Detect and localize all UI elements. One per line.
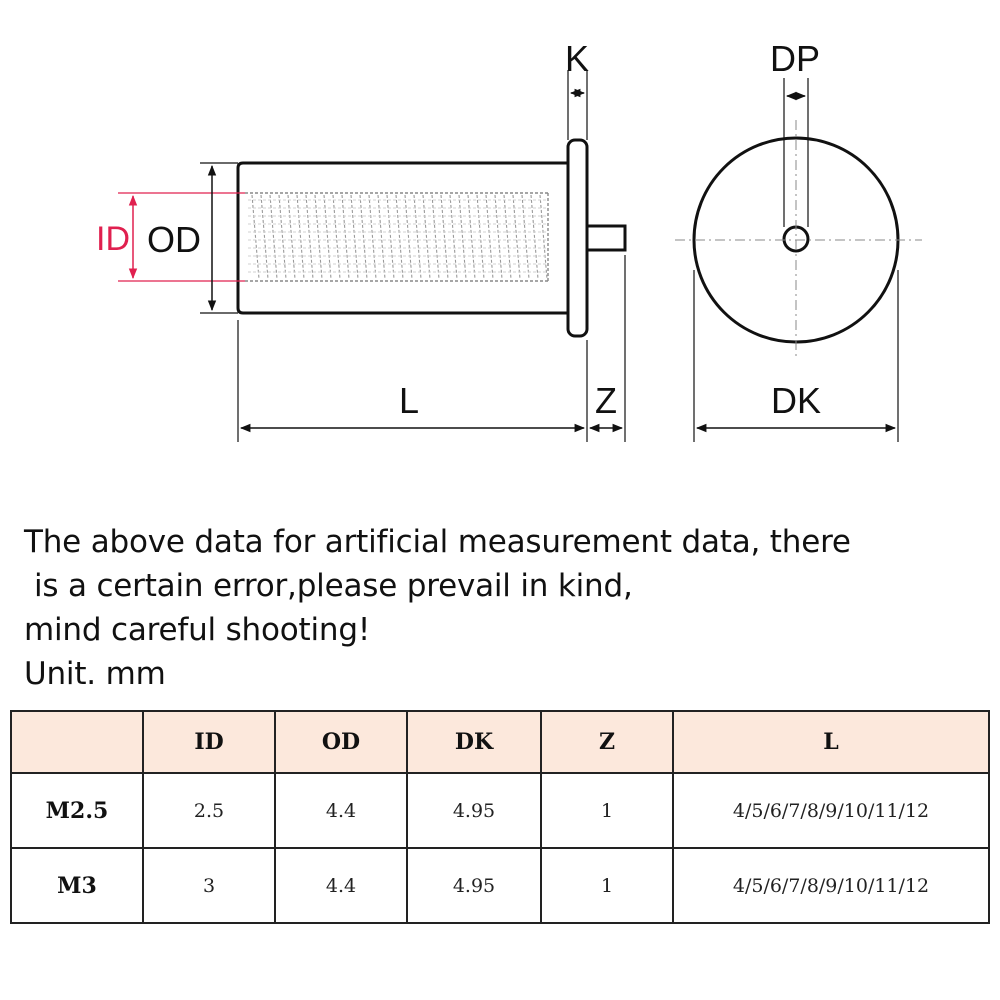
head-flange — [566, 138, 589, 338]
thread-line — [359, 194, 368, 280]
spec-table: ID OD DK Z L M2.5 2.5 4.4 4.95 1 4/5/6/7… — [10, 710, 990, 924]
thread-line — [440, 194, 449, 280]
extension-lines — [200, 70, 626, 442]
thread-line — [260, 194, 269, 280]
thread-line — [521, 194, 530, 280]
thread-line — [404, 194, 413, 280]
extension-lines-red — [118, 192, 245, 282]
cell-id: 3 — [142, 847, 276, 924]
cell-size: M3 — [10, 847, 144, 924]
thread-line — [386, 194, 395, 280]
od-label: OD — [147, 219, 201, 260]
center-lines — [675, 120, 922, 360]
cell-id: 2.5 — [142, 772, 276, 849]
thread-line — [278, 194, 287, 280]
header-l: L — [672, 710, 990, 774]
header-z: Z — [540, 710, 674, 774]
cell-dk: 4.95 — [406, 847, 542, 924]
z-label: Z — [595, 380, 617, 421]
cell-z: 1 — [540, 772, 674, 849]
thread-line — [296, 194, 305, 280]
cell-z: 1 — [540, 847, 674, 924]
cell-dk: 4.95 — [406, 772, 542, 849]
thread-line — [350, 194, 359, 280]
cell-od: 4.4 — [274, 847, 408, 924]
measurement-note: The above data for artificial measuremen… — [24, 520, 974, 696]
thread-line — [377, 194, 386, 280]
thread-line — [323, 194, 332, 280]
thread-line — [314, 194, 323, 280]
thread-line — [476, 194, 485, 280]
dk-label: DK — [771, 380, 821, 421]
l-label: L — [399, 380, 419, 421]
thread-line — [332, 194, 341, 280]
thread-line — [341, 194, 350, 280]
note-line-4: Unit. mm — [24, 656, 166, 692]
body-outline — [236, 161, 570, 315]
table-row: M2.5 2.5 4.4 4.95 1 4/5/6/7/8/9/10/11/12 — [10, 772, 990, 849]
thread-line — [287, 194, 296, 280]
thread-line — [395, 194, 404, 280]
header-size — [10, 710, 144, 774]
table-row: M3 3 4.4 4.95 1 4/5/6/7/8/9/10/11/12 — [10, 847, 990, 924]
thread-line — [539, 194, 548, 280]
thread-line — [413, 194, 422, 280]
thread-line — [431, 194, 440, 280]
thread-line — [368, 194, 377, 280]
k-label: K — [565, 38, 589, 79]
id-label: ID — [96, 220, 130, 258]
thread-line — [530, 194, 539, 280]
cell-l: 4/5/6/7/8/9/10/11/12 — [672, 772, 990, 849]
end-view — [675, 78, 922, 442]
table-header-row: ID OD DK Z L — [10, 710, 990, 774]
cell-l: 4/5/6/7/8/9/10/11/12 — [672, 847, 990, 924]
header-id: ID — [142, 710, 276, 774]
thread-line — [458, 194, 467, 280]
note-line-2: is a certain error,please prevail in kin… — [34, 568, 633, 604]
thread-line — [485, 194, 494, 280]
dp-label: DP — [770, 38, 820, 79]
pin — [587, 224, 627, 252]
thread-line — [467, 194, 476, 280]
header-od: OD — [274, 710, 408, 774]
header-dk: DK — [406, 710, 542, 774]
cell-od: 4.4 — [274, 772, 408, 849]
thread-line — [269, 194, 278, 280]
note-line-1: The above data for artificial measuremen… — [24, 524, 851, 560]
cell-size: M2.5 — [10, 772, 144, 849]
thread-line — [305, 194, 314, 280]
thread-hidden-lines — [245, 192, 549, 282]
thread-line — [503, 194, 512, 280]
technical-drawing: ID OD K DP L Z DK — [96, 38, 922, 442]
thread-pattern — [248, 194, 548, 280]
end-extension-lines — [693, 78, 899, 442]
thread-line — [251, 194, 260, 280]
side-view — [118, 70, 627, 442]
thread-line — [512, 194, 521, 280]
thread-line — [494, 194, 503, 280]
thread-line — [449, 194, 458, 280]
note-line-3: mind careful shooting! — [24, 612, 371, 648]
thread-line — [422, 194, 431, 280]
